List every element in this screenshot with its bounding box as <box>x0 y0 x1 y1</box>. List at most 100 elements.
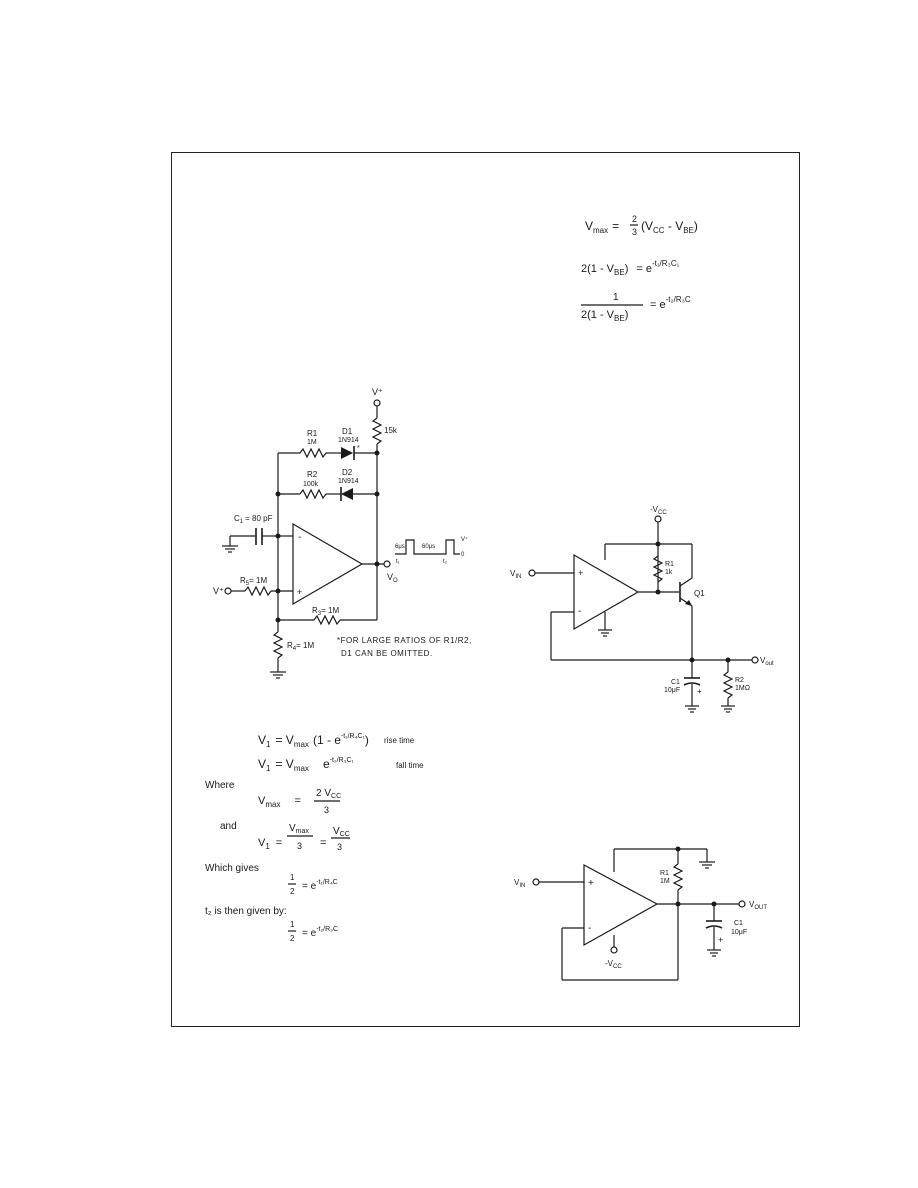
vin-terminal-3 <box>532 878 540 886</box>
resistor-r1-1k <box>652 555 664 583</box>
svg-text:VO: VO <box>387 572 398 584</box>
svg-text:VOUT: VOUT <box>749 900 767 911</box>
svg-text:t₂: t₂ <box>443 559 448 565</box>
resistor-r2-1m <box>722 671 734 699</box>
svg-text:+: + <box>718 935 723 945</box>
svg-text:1MΩ: 1MΩ <box>735 685 750 692</box>
svg-text:R1: R1 <box>660 870 669 877</box>
svg-text:+: + <box>578 568 583 578</box>
svg-text:1N914: 1N914 <box>338 478 359 485</box>
svg-text:VCC: VCC <box>333 826 350 838</box>
svg-text:VIN: VIN <box>514 878 525 889</box>
diode-d2 <box>341 488 353 500</box>
note-line-2: D1 CAN BE OMITTED. <box>341 649 433 658</box>
svg-text:V1=: V1= <box>258 837 282 851</box>
svg-text:2: 2 <box>290 887 295 896</box>
t2-intro-label: t₂ is then given by: <box>205 906 287 917</box>
where-label: Where <box>205 780 235 791</box>
svg-text:-: - <box>588 923 591 934</box>
equation-half-1: 1 2 = e-t₁/R₄C <box>288 873 338 896</box>
svg-text:3: 3 <box>324 805 329 815</box>
vo-terminal <box>383 560 391 568</box>
svg-text:*: * <box>357 445 360 452</box>
svg-text:R1: R1 <box>665 561 674 568</box>
equation-vmax: Vmax= 2 3 (VCC - VBE) <box>585 214 698 237</box>
svg-text:R2: R2 <box>735 677 744 684</box>
svg-text:1M: 1M <box>307 439 317 446</box>
vplus-top-terminal <box>373 399 381 407</box>
svg-text:C1= 80 pF: C1= 80 pF <box>234 514 273 525</box>
opamp-3 <box>583 863 659 947</box>
svg-text:fall time: fall time <box>396 761 424 770</box>
svg-text:(VCC - VBE): (VCC - VBE) <box>641 219 698 235</box>
svg-text:D2: D2 <box>342 468 353 477</box>
svg-text:2(1 - VBE): 2(1 - VBE) <box>581 309 628 323</box>
circuit-peak-detector-transistor: -VCC R1 1k + - VIN Q1 <box>510 505 774 713</box>
vplus-input-terminal <box>224 587 232 595</box>
svg-text:1: 1 <box>290 920 295 929</box>
svg-text:VIN: VIN <box>510 569 521 580</box>
svg-text:= e-t₁/R₄C: = e-t₁/R₄C <box>302 879 338 892</box>
svg-text:=: = <box>320 837 326 849</box>
svg-text:3: 3 <box>297 841 302 851</box>
output-waveform <box>395 539 460 555</box>
svg-text:t₁: t₁ <box>396 559 400 565</box>
svg-text:1k: 1k <box>665 569 673 576</box>
svg-text:3: 3 <box>337 842 342 852</box>
resistor-r2 <box>299 488 327 500</box>
svg-text:2: 2 <box>632 214 637 224</box>
equation-rise-time: V1= Vmax(1 - e-t₁/R₄C₁) rise time <box>258 733 415 749</box>
svg-text:-: - <box>578 606 581 617</box>
svg-text:2: 2 <box>290 934 295 943</box>
vin-terminal-2 <box>528 569 536 577</box>
resistor-r1-3 <box>672 863 684 891</box>
svg-text:R5= 1M: R5= 1M <box>240 576 267 587</box>
svg-text:15k: 15k <box>384 426 398 435</box>
equation-half-2: 1 2 = e-t₂/R₃C <box>288 920 338 943</box>
neg-vcc-terminal-3 <box>610 946 618 954</box>
svg-text:2(1 - VBE)= e-t₁/R₃C₁: 2(1 - VBE)= e-t₁/R₃C₁ <box>581 259 680 277</box>
resistor-r1 <box>299 447 327 459</box>
svg-text:3: 3 <box>632 227 637 237</box>
svg-text:-VCC: -VCC <box>650 505 667 516</box>
resistor-r3 <box>313 614 341 626</box>
svg-text:1: 1 <box>613 292 619 303</box>
resistor-15k <box>371 417 383 445</box>
svg-text:Vmax=: Vmax= <box>258 795 301 809</box>
svg-text:1M: 1M <box>660 878 670 885</box>
vout-terminal-3 <box>738 900 746 908</box>
svg-text:2 VCC: 2 VCC <box>316 788 341 800</box>
vout-terminal-2 <box>751 656 759 664</box>
svg-text:6μs: 6μs <box>395 544 405 550</box>
svg-text:V⁺: V⁺ <box>372 387 383 397</box>
circuit-pulse-generator: V⁺ 15k R1 1M D1 1N914 * R2 100k D2 1N914 <box>213 387 471 679</box>
svg-text:Vout: Vout <box>760 656 774 667</box>
svg-text:+: + <box>297 587 302 597</box>
svg-text:60μs: 60μs <box>422 544 435 550</box>
svg-text:V⁺: V⁺ <box>461 536 468 543</box>
svg-text:+: + <box>588 878 594 889</box>
svg-text:C1: C1 <box>671 679 680 686</box>
page-frame <box>171 152 800 1027</box>
svg-text:R1: R1 <box>307 429 318 438</box>
svg-text:Vmax: Vmax <box>289 823 309 835</box>
svg-text:-VCC: -VCC <box>605 959 622 970</box>
svg-text:Q1: Q1 <box>694 589 705 598</box>
and-label: and <box>220 821 237 832</box>
svg-text:+: + <box>697 687 702 696</box>
svg-text:= e-t₂/R₃C: = e-t₂/R₃C <box>650 295 691 311</box>
neg-vcc-terminal <box>654 515 662 523</box>
resistor-r5 <box>244 585 272 597</box>
equation-vmax-bottom: Vmax= 2 VCC 3 <box>258 788 341 815</box>
svg-text:1: 1 <box>290 873 295 882</box>
svg-text:V1= Vmax(1 - e-t₁/R₄C₁): V1= Vmax(1 - e-t₁/R₄C₁) <box>258 733 369 749</box>
circuit-peak-detector-simple: VIN + - R1 1M VOUT C1 10μF + <box>514 846 767 981</box>
svg-text:rise time: rise time <box>384 736 415 745</box>
resistor-r4 <box>272 631 284 659</box>
equation-t1: 2(1 - VBE)= e-t₁/R₃C₁ <box>581 259 680 277</box>
equation-t2: 1 2(1 - VBE) = e-t₂/R₃C <box>581 292 691 323</box>
opamp-1 <box>292 522 364 606</box>
svg-text:R3= 1M: R3= 1M <box>312 606 339 617</box>
